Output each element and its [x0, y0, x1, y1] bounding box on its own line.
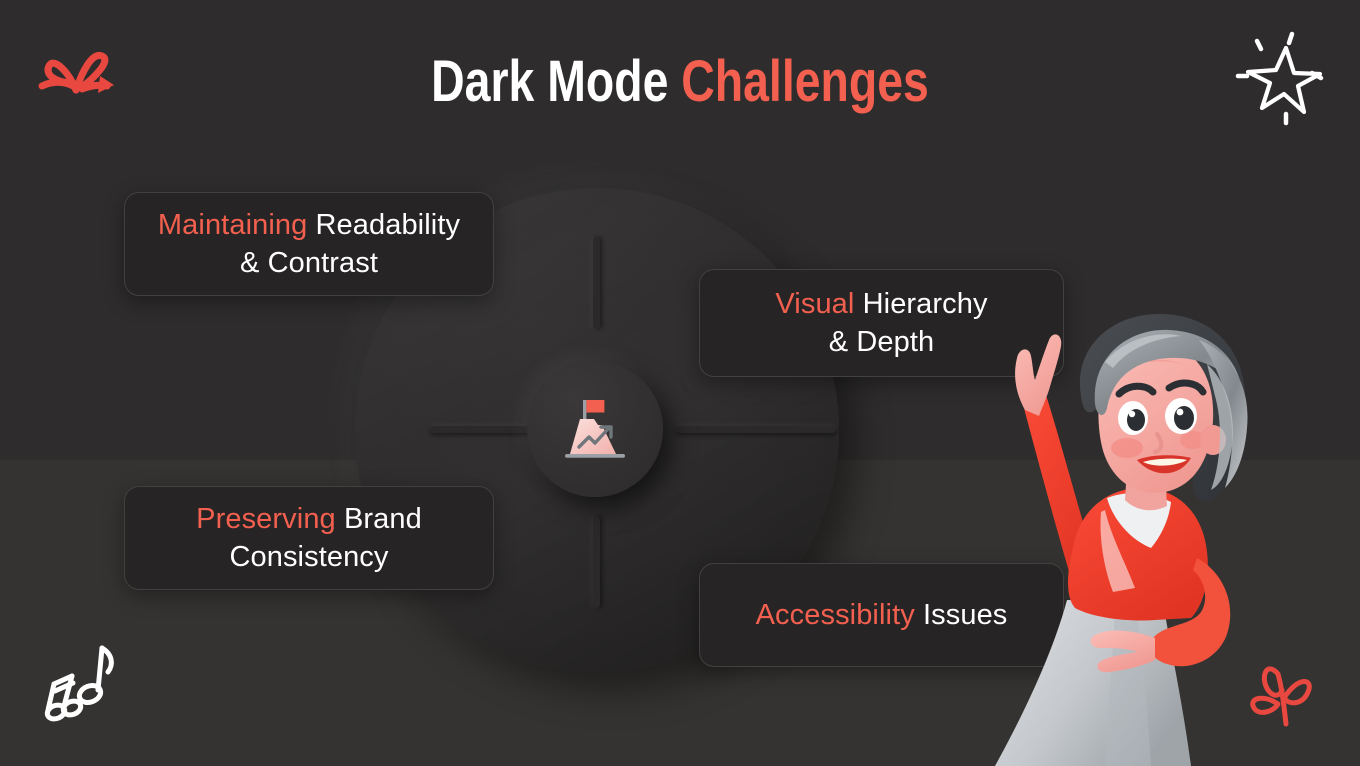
card-1-rest: Readability — [307, 208, 461, 241]
double-curved-arrow-doodle — [36, 34, 120, 109]
card-2-highlight: Visual — [775, 287, 855, 320]
center-inner-disc — [527, 361, 663, 497]
challenge-card-readability[interactable]: Maintaining Readability & Contrast — [124, 192, 494, 296]
mountain-summit-flag-icon — [565, 400, 625, 458]
card-2-line2: & Depth — [828, 326, 935, 358]
card-1-highlight: Maintaining — [157, 208, 308, 241]
slide-title: Dark Mode Challenges — [136, 48, 1224, 115]
challenge-card-brand-consistency[interactable]: Preserving Brand Consistency — [124, 486, 494, 590]
connector-arm-bottom — [593, 516, 600, 608]
connector-arm-right — [676, 426, 836, 433]
card-4-rest: Issues — [914, 598, 1008, 631]
card-3-line2: Consistency — [229, 541, 389, 573]
card-3-rest: Brand — [335, 502, 422, 535]
connector-arm-top — [593, 237, 600, 329]
challenge-card-accessibility[interactable]: Accessibility Issues — [699, 563, 1064, 667]
card-1-line2: & Contrast — [240, 247, 378, 279]
leaf-branch-doodle — [1244, 646, 1328, 735]
card-2-rest: Hierarchy — [854, 287, 988, 320]
card-3-highlight: Preserving — [196, 502, 336, 535]
woman-presenter-illustration — [955, 300, 1295, 766]
title-plain: Dark Mode — [431, 49, 669, 114]
music-notes-doodle — [42, 642, 130, 735]
challenge-card-visual-hierarchy[interactable]: Visual Hierarchy & Depth — [699, 269, 1064, 377]
sparkle-star-doodle — [1232, 26, 1330, 131]
connector-arm-left — [430, 426, 550, 433]
title-highlight: Challenges — [681, 49, 929, 114]
card-4-highlight: Accessibility — [755, 598, 915, 631]
